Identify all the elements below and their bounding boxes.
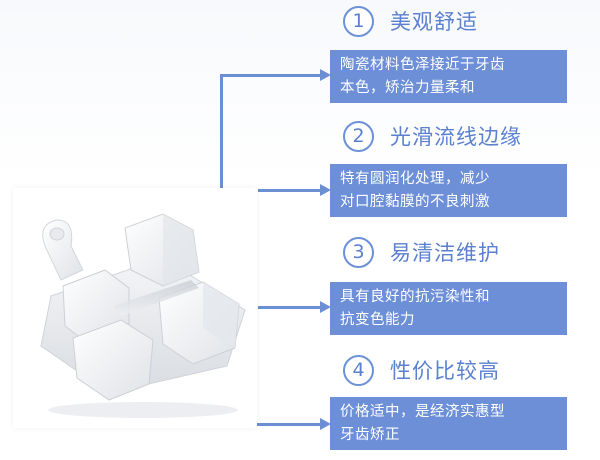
feature-3-description: 具有良好的抗污染性和 抗变色能力 xyxy=(330,282,567,335)
feature-2-description: 特有圆润化处理，减少 对口腔黏膜的不良刺激 xyxy=(330,164,567,217)
description-line: 抗变色能力 xyxy=(340,312,415,328)
description-line: 特有圆润化处理，减少 xyxy=(340,171,490,187)
feature-number-badge: 1 xyxy=(343,5,374,37)
feature-number-badge: 2 xyxy=(343,120,374,152)
description-line: 具有良好的抗污染性和 xyxy=(340,289,490,305)
connector-top-horizontal xyxy=(220,74,322,77)
connector-second-horizontal xyxy=(258,189,322,192)
feature-title: 性价比较高 xyxy=(390,359,500,383)
feature-number-badge: 3 xyxy=(343,236,374,268)
feature-1-title-row: 1 美观舒适 xyxy=(343,1,478,41)
bracket-illustration xyxy=(40,213,246,418)
arrow-right-icon xyxy=(320,184,331,196)
description-line: 对口腔黏膜的不良刺激 xyxy=(340,194,490,210)
arrow-right-icon xyxy=(320,301,331,313)
description-line: 陶瓷材料色泽接近于牙齿 xyxy=(340,57,505,73)
feature-4-title-row: 4 性价比较高 xyxy=(343,350,500,390)
arrow-right-icon xyxy=(320,69,331,81)
feature-title: 美观舒适 xyxy=(390,10,478,34)
arrow-right-icon xyxy=(320,418,331,430)
feature-title: 光滑流线边缘 xyxy=(390,125,522,149)
connector-vertical xyxy=(220,75,223,192)
feature-4-description: 价格适中，是经济实惠型 牙齿矫正 xyxy=(330,397,567,450)
feature-3-title-row: 3 易清洁维护 xyxy=(343,232,500,272)
connector-third-horizontal xyxy=(258,306,322,309)
feature-title: 易清洁维护 xyxy=(390,241,500,265)
feature-number-badge: 4 xyxy=(343,354,374,386)
feature-1-description: 陶瓷材料色泽接近于牙齿 本色，矫治力量柔和 xyxy=(330,50,567,103)
feature-2-title-row: 2 光滑流线边缘 xyxy=(343,116,522,156)
description-line: 本色，矫治力量柔和 xyxy=(340,80,475,96)
description-line: 牙齿矫正 xyxy=(340,427,400,443)
description-line: 价格适中，是经济实惠型 xyxy=(340,404,505,420)
ceramic-bracket-image xyxy=(13,188,257,428)
connector-bottom-horizontal xyxy=(205,423,322,426)
